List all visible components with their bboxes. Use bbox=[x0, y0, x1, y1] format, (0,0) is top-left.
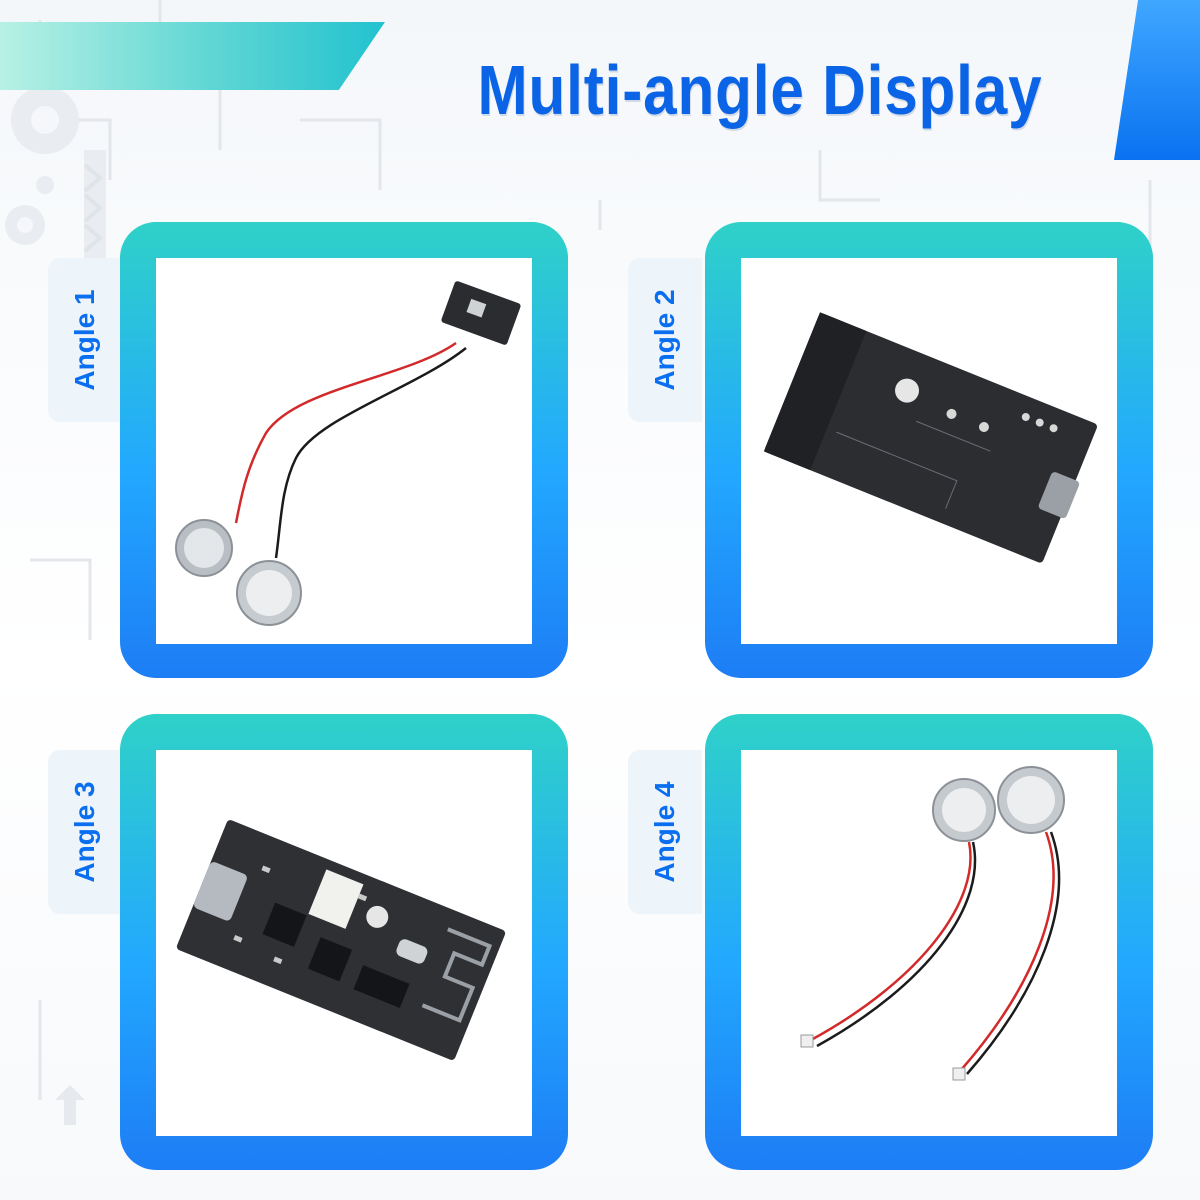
speaker bbox=[175, 519, 233, 577]
arrow-up-icon bbox=[55, 1085, 85, 1125]
product-photo bbox=[741, 258, 1117, 644]
product-photo-pcb-back bbox=[763, 312, 1097, 563]
angle-label: Angle 1 bbox=[69, 289, 100, 391]
angle-panel-4 bbox=[705, 714, 1153, 1170]
angle-label: Angle 3 bbox=[69, 781, 100, 883]
header-banner-left bbox=[0, 22, 385, 90]
speaker bbox=[932, 778, 996, 842]
angle-label: Angle 2 bbox=[649, 289, 680, 391]
angle-tab-2: Angle 2 bbox=[628, 258, 702, 422]
angle-panel-2 bbox=[705, 222, 1153, 678]
product-photo-speakers-cables bbox=[800, 766, 1065, 1081]
angle-panel-3 bbox=[120, 714, 568, 1170]
angle-label: Angle 4 bbox=[649, 781, 680, 883]
product-photo-module-speakers bbox=[175, 281, 521, 626]
angle-tab-1: Angle 1 bbox=[48, 258, 122, 422]
page-title: Multi-angle Display bbox=[477, 51, 1043, 129]
speaker bbox=[236, 560, 302, 626]
product-photo-pcb-front bbox=[176, 820, 506, 1060]
product-photo bbox=[156, 258, 532, 644]
angle-tab-4: Angle 4 bbox=[628, 750, 702, 914]
speaker bbox=[997, 766, 1065, 834]
angle-tab-3: Angle 3 bbox=[48, 750, 122, 914]
product-photo bbox=[741, 750, 1117, 1136]
product-photo bbox=[156, 750, 532, 1136]
angle-panel-1 bbox=[120, 222, 568, 678]
